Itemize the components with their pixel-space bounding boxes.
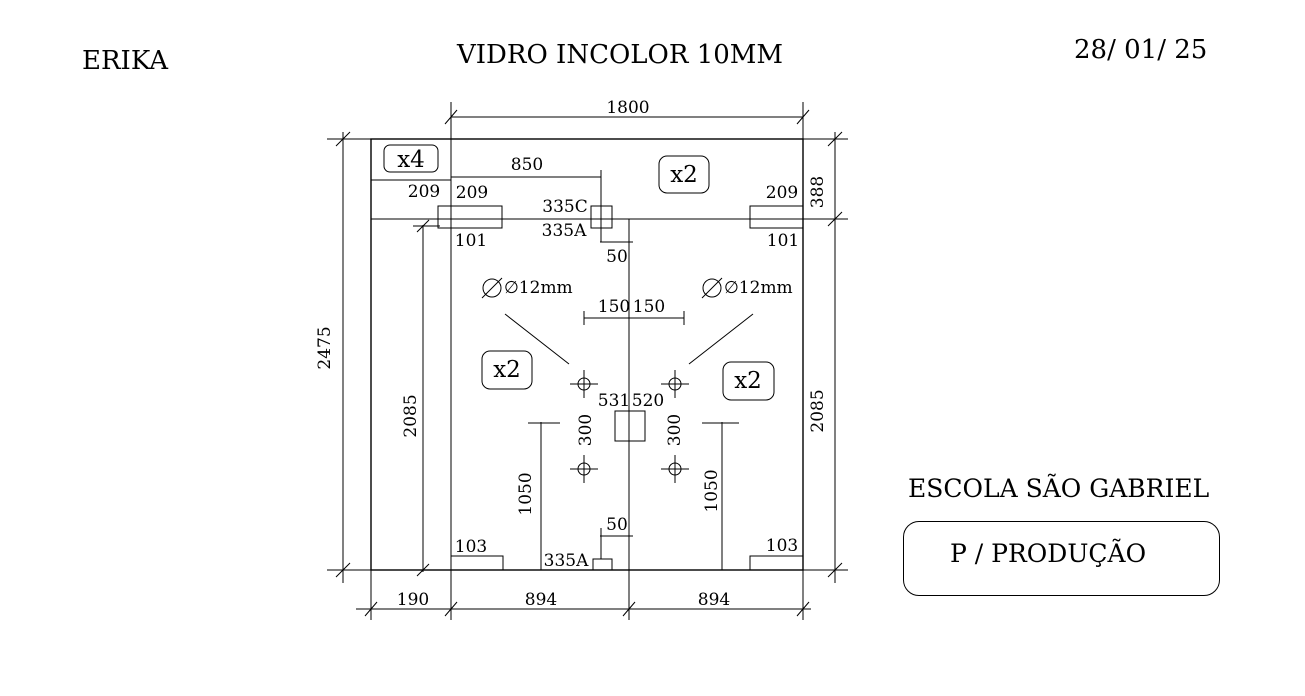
bottom-width-dimensions: 190 894 894 (356, 570, 811, 620)
hole-marker (661, 455, 689, 483)
top-lock-a-label: 335A (542, 221, 587, 241)
hole-offset-dimension: 150 150 (583, 297, 685, 325)
quantity-badge-left-door: x2 (481, 350, 533, 390)
lock-gap-top-label: 50 (606, 247, 628, 267)
quantity-badge-fixed: x4 (383, 144, 439, 173)
bottom-lock: 50 335A (544, 515, 633, 571)
door-left-width-label: 894 (525, 590, 557, 610)
overall-height-label: 2475 (315, 326, 335, 369)
hole-height-right-dimension: 1050 (702, 422, 739, 570)
lock-gap-bottom-label: 50 (606, 515, 628, 535)
lock-right-label: 520 (632, 391, 664, 411)
glass-spec-title: VIDRO INCOLOR 10MM (457, 40, 784, 70)
hole-diameter-callout-left: ∅12mm (481, 277, 573, 365)
hole-height-left-label: 1050 (516, 472, 536, 515)
fixed-width-label: 190 (397, 590, 429, 610)
left-door-height-dimension: 2085 (401, 219, 440, 577)
top-lock: 335C 335A 50 (542, 197, 633, 267)
bottom-lock-a-label: 335A (544, 551, 589, 571)
bottom-patch-left-label: 103 (455, 537, 487, 557)
hinge-left-height-label: 101 (455, 231, 487, 251)
quantity-top-label: x2 (670, 162, 698, 188)
hole-diameter-callout-right: ∅12mm (688, 277, 793, 365)
hole-offset-left-label: 150 (598, 297, 630, 317)
status-label: P / PRODUÇÃO (950, 539, 1147, 568)
hole-diameter-left-label: ∅12mm (504, 278, 573, 298)
client-name: ERIKA (82, 46, 168, 76)
hole-height-right-label: 1050 (702, 469, 722, 512)
center-lock: 531 520 (598, 391, 664, 442)
status-box: P / PRODUÇÃO (903, 521, 1220, 596)
hinge-left-width-label: 209 (456, 183, 488, 203)
side-gap-label: 209 (408, 182, 440, 202)
hinge-patch-left: 209 101 (437, 183, 503, 251)
quantity-fixed-label: x4 (397, 147, 425, 173)
lock-left-label: 531 (598, 391, 630, 411)
hinge-right-height-label: 101 (767, 231, 799, 251)
hole-height-left-dimension: 1050 (516, 422, 560, 570)
door-height-left-label: 2085 (401, 394, 421, 437)
bottom-patch-left: 103 (450, 537, 504, 571)
top-lock-c-label: 335C (542, 197, 587, 217)
bottom-patch-right: 103 (749, 536, 804, 571)
overall-width-dimension: 1800 (444, 98, 810, 139)
hole-diameter-right-label: ∅12mm (724, 278, 793, 298)
hole-marker (570, 455, 598, 483)
quantity-left-door-label: x2 (493, 357, 521, 383)
top-panel-height-label: 388 (808, 176, 828, 208)
top-lock-offset-label: 850 (511, 155, 543, 175)
hole-marker (661, 370, 689, 398)
overall-height-dimension: 2475 (315, 131, 371, 583)
hole-spacing-left-label: 300 (576, 414, 596, 446)
hole-offset-right-label: 150 (633, 297, 665, 317)
hinge-patch-right: 209 101 (749, 183, 804, 251)
hinge-right-width-label: 209 (766, 183, 798, 203)
bottom-patch-right-label: 103 (766, 536, 798, 556)
hole-marker (570, 370, 598, 398)
date: 28/ 01/ 25 (1074, 35, 1208, 65)
overall-width-label: 1800 (606, 98, 649, 118)
quantity-right-door-label: x2 (734, 368, 762, 394)
top-lock-offset-dimension: 850 (451, 155, 602, 242)
door-right-width-label: 894 (698, 590, 730, 610)
quantity-badge-top: x2 (658, 155, 710, 194)
right-height-dimensions: 388 2085 (803, 131, 848, 583)
outer-frame (370, 138, 804, 571)
school-name: ESCOLA SÃO GABRIEL (908, 474, 1210, 503)
door-height-right-label: 2085 (808, 389, 828, 432)
hole-spacing-right-label: 300 (665, 414, 685, 446)
quantity-badge-right-door: x2 (722, 361, 775, 401)
